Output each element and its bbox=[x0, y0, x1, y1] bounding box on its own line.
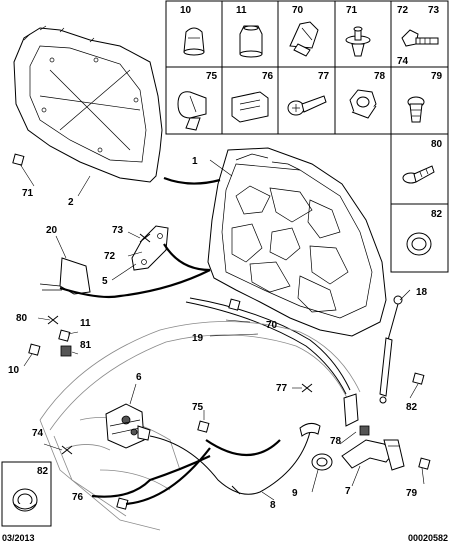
square-marker-82 bbox=[412, 372, 425, 385]
inset-box-82 bbox=[1, 461, 52, 527]
grid-label-10: 10 bbox=[180, 5, 192, 16]
square-marker-70 bbox=[228, 298, 241, 311]
cross-marker-80 bbox=[47, 315, 59, 325]
clip-75-icon bbox=[177, 91, 207, 131]
release-cable-8 bbox=[149, 431, 311, 495]
square-marker-79 bbox=[418, 457, 431, 470]
parts-grid bbox=[165, 0, 449, 273]
gas-strut-18 bbox=[379, 295, 403, 404]
grid-label-71: 71 bbox=[346, 5, 358, 16]
callout-19: 19 bbox=[192, 333, 204, 344]
square-marker-71 bbox=[12, 153, 25, 166]
callout-9: 9 bbox=[292, 488, 298, 499]
grommet-9 bbox=[311, 453, 333, 471]
push-rivet-71-icon bbox=[345, 26, 371, 57]
cross-marker-73 bbox=[139, 233, 151, 243]
callout-75: 75 bbox=[192, 402, 204, 413]
callout-7: 7 bbox=[345, 486, 351, 497]
insulation-panel-2 bbox=[13, 25, 163, 183]
callout-81: 81 bbox=[80, 340, 92, 351]
grid-label-75: 75 bbox=[206, 71, 218, 82]
grid-label-76: 76 bbox=[262, 71, 274, 82]
grid-label-82: 82 bbox=[431, 209, 443, 220]
callout-82-strut: 82 bbox=[406, 402, 418, 413]
grid-label-74: 74 bbox=[397, 56, 409, 67]
callout-78: 78 bbox=[330, 436, 342, 447]
clip-70-icon bbox=[289, 21, 319, 57]
screw-77-icon bbox=[287, 95, 327, 116]
screw-80-icon bbox=[402, 165, 435, 184]
callout-2: 2 bbox=[68, 197, 74, 208]
square-marker-75 bbox=[197, 420, 210, 433]
callout-71: 71 bbox=[22, 188, 34, 199]
seal-ring-82-icon bbox=[406, 232, 432, 256]
hinge-bracket-5 bbox=[131, 225, 169, 271]
grid-label-77: 77 bbox=[318, 71, 330, 82]
bracket-76-icon bbox=[231, 91, 269, 123]
bonnet-seal-19 bbox=[185, 297, 351, 395]
cross-marker-77 bbox=[301, 383, 313, 393]
footer-date: 03/2013 bbox=[2, 533, 35, 543]
square-marker-10 bbox=[28, 343, 41, 356]
callout-10: 10 bbox=[8, 365, 20, 376]
callout-6: 6 bbox=[136, 372, 142, 383]
bolt-73-icon bbox=[401, 29, 439, 47]
cable-guide-78 bbox=[299, 393, 359, 437]
grid-label-70: 70 bbox=[292, 5, 304, 16]
grid-label-11: 11 bbox=[236, 5, 247, 16]
callout-72: 72 bbox=[104, 251, 116, 262]
footer-reference: 00020582 bbox=[408, 533, 448, 543]
square-marker-11 bbox=[58, 329, 71, 342]
callout-20: 20 bbox=[46, 225, 58, 236]
stud-79-icon bbox=[407, 96, 425, 123]
nut-78-icon bbox=[349, 89, 377, 119]
dark-marker-78 bbox=[359, 425, 370, 436]
bonnet-lock-6 bbox=[105, 403, 151, 449]
grid-label-80: 80 bbox=[431, 139, 443, 150]
bonnet-1 bbox=[207, 147, 387, 337]
callout-18: 18 bbox=[416, 287, 428, 298]
grid-label-73: 73 bbox=[428, 5, 440, 16]
callout-5: 5 bbox=[102, 276, 108, 287]
callout-76: 76 bbox=[72, 492, 84, 503]
grid-label-79: 79 bbox=[431, 71, 443, 82]
inset-label-82: 82 bbox=[37, 466, 49, 477]
callout-77: 77 bbox=[276, 383, 288, 394]
callout-8: 8 bbox=[270, 500, 276, 511]
dark-marker-81 bbox=[60, 345, 72, 357]
callout-74: 74 bbox=[32, 428, 44, 439]
callout-79: 79 bbox=[406, 488, 418, 499]
grid-label-72: 72 bbox=[397, 5, 409, 16]
callout-73: 73 bbox=[112, 225, 124, 236]
callout-80: 80 bbox=[16, 313, 28, 324]
callout-1: 1 bbox=[192, 156, 198, 167]
bump-stop-11-icon bbox=[239, 25, 263, 58]
release-handle-7 bbox=[341, 439, 405, 471]
bump-stop-10-icon bbox=[183, 27, 205, 56]
callout-11: 11 bbox=[80, 318, 91, 329]
callout-70: 70 bbox=[266, 320, 278, 331]
cross-marker-74 bbox=[61, 445, 73, 455]
grid-label-78: 78 bbox=[374, 71, 386, 82]
leader-lines bbox=[19, 159, 425, 506]
